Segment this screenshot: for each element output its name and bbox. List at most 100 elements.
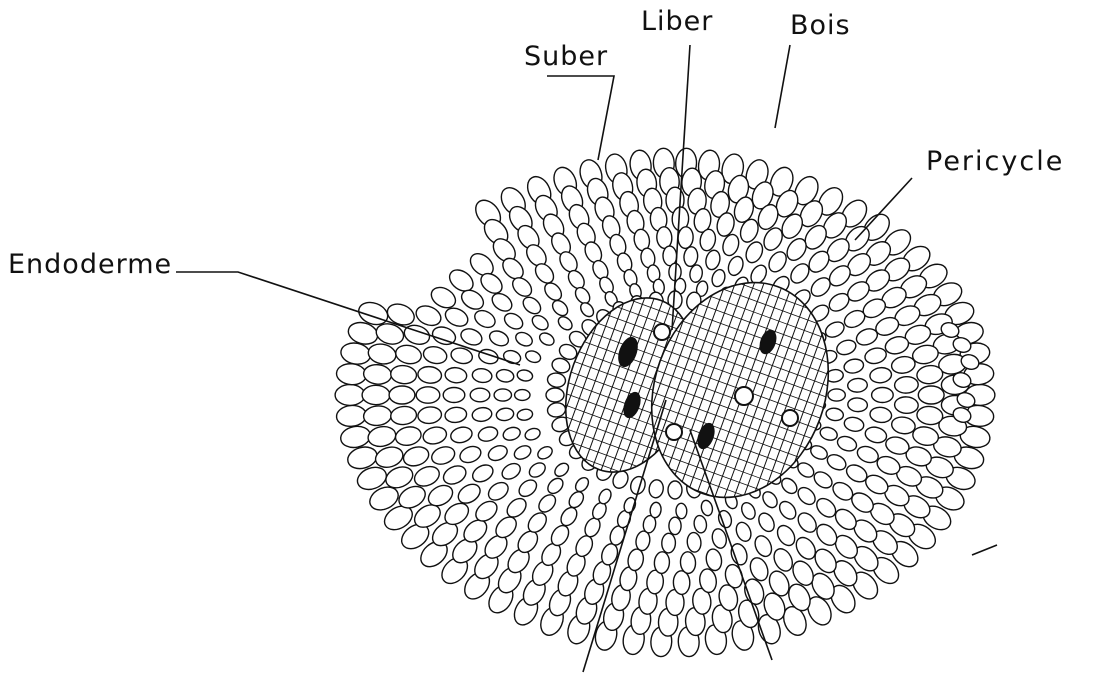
cell — [566, 489, 586, 510]
cell — [825, 452, 849, 473]
cell — [495, 407, 514, 422]
cell — [411, 463, 442, 490]
cell — [869, 406, 892, 424]
cell — [523, 426, 541, 442]
cell — [416, 387, 440, 403]
cell — [363, 405, 393, 427]
vessel-open — [735, 387, 753, 405]
cell — [573, 475, 591, 494]
cell — [654, 551, 670, 573]
cell — [693, 515, 708, 534]
leader-suber — [547, 76, 614, 160]
cell — [502, 310, 526, 332]
cell — [916, 405, 944, 426]
cell — [422, 344, 449, 365]
cell — [472, 307, 498, 331]
cell — [843, 416, 865, 433]
cell — [459, 326, 485, 348]
cell — [502, 425, 522, 442]
cell — [649, 502, 662, 519]
cell — [520, 294, 544, 317]
cell — [394, 343, 423, 366]
cell — [444, 406, 467, 424]
cell — [752, 533, 775, 559]
cell — [765, 249, 789, 275]
cell — [770, 546, 796, 575]
cell — [552, 461, 571, 479]
cell — [700, 499, 714, 516]
cell — [726, 254, 746, 277]
cell — [394, 425, 423, 448]
cell — [825, 407, 844, 422]
cell — [774, 522, 798, 548]
vessel-open — [666, 424, 682, 440]
cell — [515, 390, 530, 401]
cell — [795, 484, 819, 507]
cell — [417, 365, 442, 384]
cell — [363, 363, 393, 385]
cell — [335, 385, 365, 406]
cell — [444, 366, 467, 384]
cell — [527, 460, 548, 480]
cell — [847, 378, 868, 393]
cell — [443, 388, 465, 403]
cell — [449, 425, 474, 445]
cell — [894, 376, 919, 394]
cell — [710, 268, 727, 288]
cell — [550, 298, 571, 319]
cell — [795, 509, 820, 535]
cell — [366, 424, 397, 448]
cell — [673, 571, 690, 595]
cell — [668, 481, 682, 499]
cell — [864, 425, 889, 445]
cell — [417, 406, 442, 425]
cell — [776, 498, 799, 522]
cell — [558, 505, 580, 529]
cell — [429, 444, 457, 467]
cell — [547, 402, 567, 419]
cell — [677, 226, 693, 248]
cell — [756, 510, 778, 534]
cell — [512, 443, 533, 462]
vessel-open — [654, 324, 670, 340]
cell — [339, 424, 372, 450]
cell — [367, 342, 398, 366]
cell — [828, 389, 845, 401]
cell — [779, 475, 800, 496]
cell — [648, 479, 665, 499]
cell — [494, 389, 511, 401]
cell — [421, 425, 448, 446]
cell — [676, 503, 687, 519]
cell — [819, 425, 839, 442]
leader-bois — [775, 45, 790, 128]
cell — [835, 434, 858, 453]
cell — [669, 517, 681, 534]
cell — [847, 397, 868, 412]
label-endoderme: Endoderme — [8, 251, 172, 278]
cell — [401, 444, 431, 469]
cell — [440, 462, 468, 487]
cell — [516, 477, 540, 500]
cell — [578, 300, 596, 319]
cell — [336, 404, 368, 427]
cell — [872, 388, 894, 403]
cell — [471, 368, 492, 384]
cell — [739, 500, 758, 521]
cell — [513, 330, 534, 349]
cell — [547, 372, 567, 389]
cell — [516, 408, 533, 421]
cell — [390, 364, 418, 385]
cell — [524, 349, 542, 365]
cell — [680, 551, 696, 573]
cell — [811, 469, 835, 492]
label-suber: Suber — [524, 43, 608, 70]
cell — [734, 520, 754, 543]
cell — [390, 405, 418, 426]
cell — [843, 357, 865, 374]
cell — [516, 369, 533, 382]
cell — [916, 364, 944, 385]
cell — [530, 313, 551, 333]
cell — [743, 239, 766, 265]
